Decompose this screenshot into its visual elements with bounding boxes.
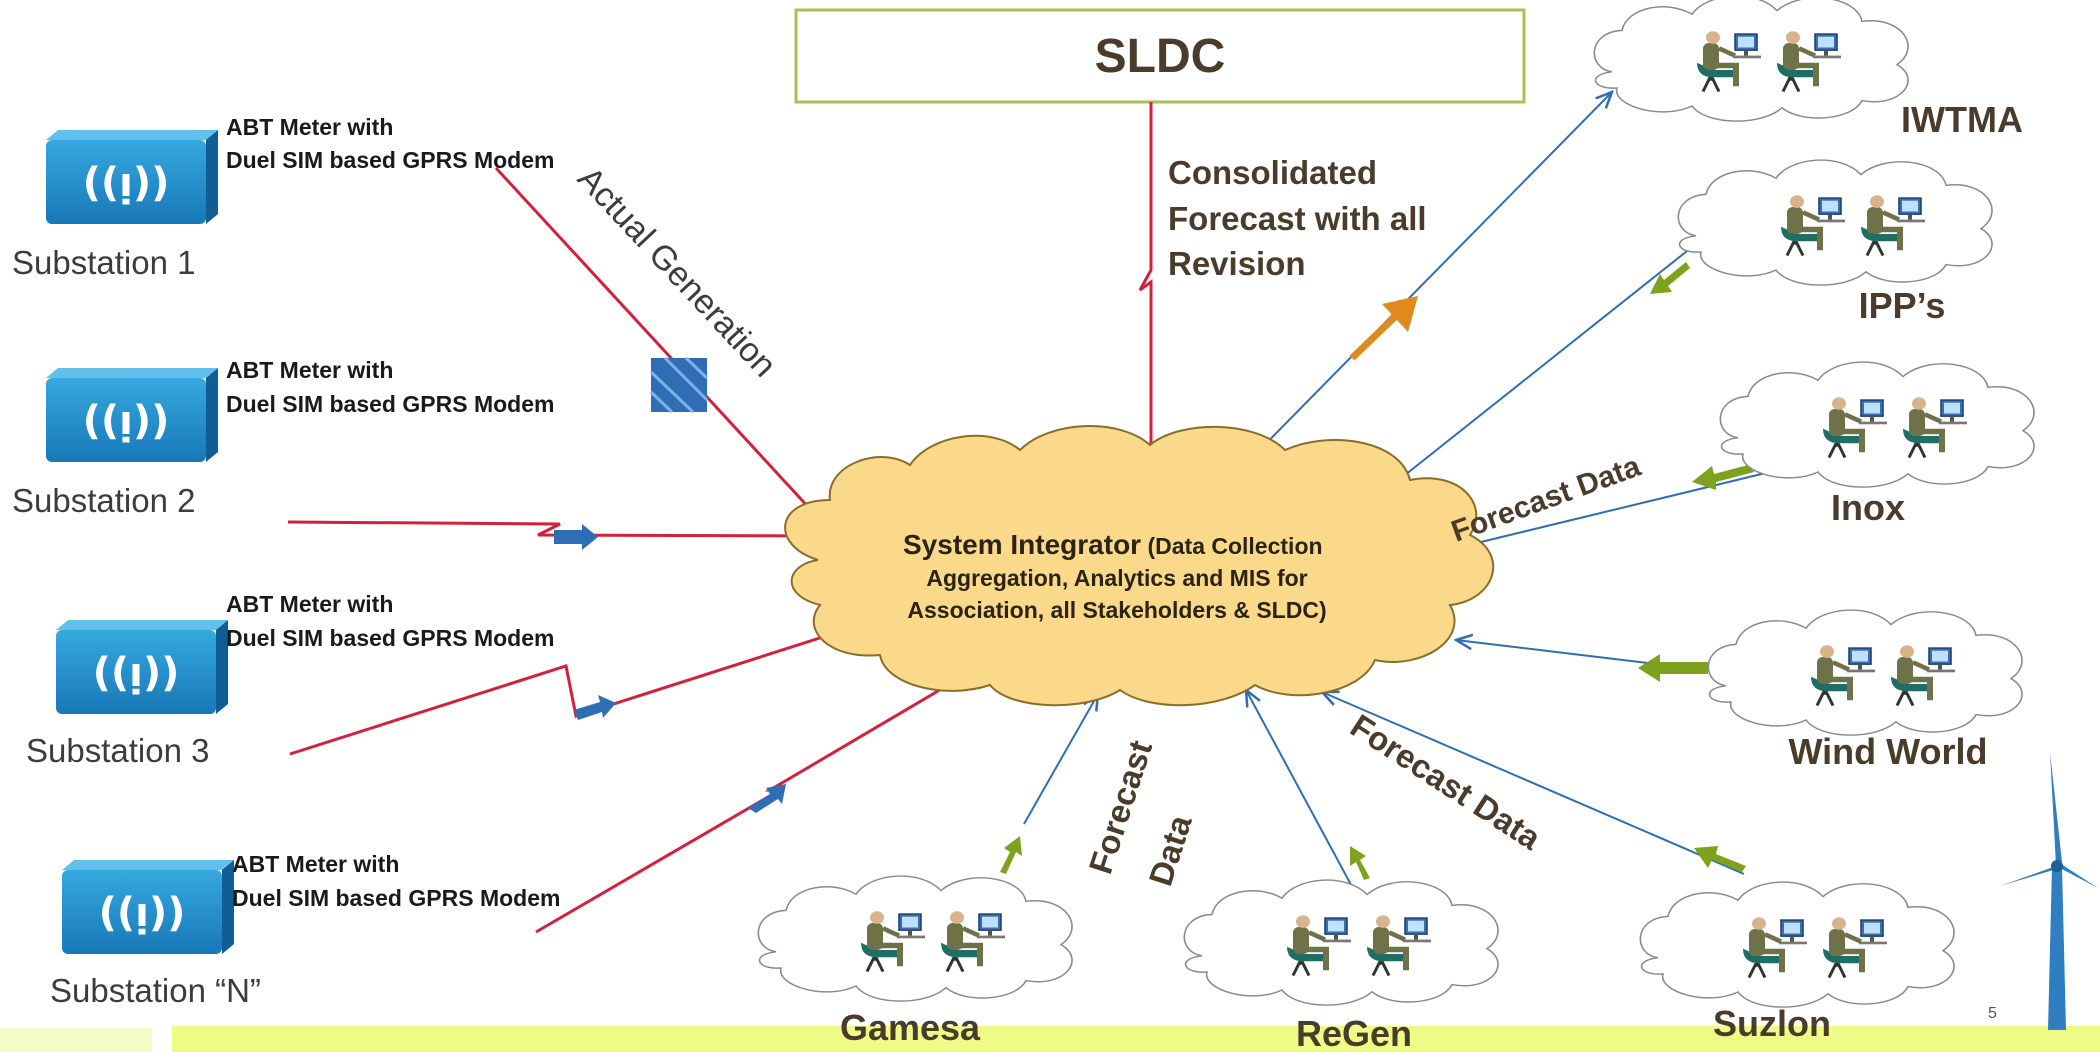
ipps-line [1366, 227, 1717, 506]
gamesa-green-arrow [1000, 836, 1022, 874]
substation2-label: Substation 2 [12, 482, 195, 519]
substation3-line [289, 634, 827, 756]
substation1-label: Substation 1 [12, 244, 195, 281]
forecast-data-label-bottom: Forecast Data [1344, 707, 1548, 857]
substation1-modem-icon [46, 130, 218, 224]
substationN-meter-line1: ABT Meter with [232, 851, 399, 877]
substation2-line [287, 520, 841, 538]
gamesa-cloud [758, 876, 1072, 1001]
gamesa-label: Gamesa [840, 1007, 981, 1048]
ipps-cloud [1678, 160, 1992, 285]
substationN-label: Substation “N” [50, 972, 261, 1009]
gamesa-line [1023, 694, 1098, 825]
substation3-meter-line2: Duel SIM based GPRS Modem [226, 625, 554, 651]
substation2-meter-line1: ABT Meter with [226, 357, 393, 383]
system-integrator-title: System Integrator [903, 529, 1141, 560]
suzlon-line [1322, 692, 1745, 875]
substation3-label: Substation 3 [26, 732, 209, 769]
substationN-meter-line2: Duel SIM based GPRS Modem [232, 885, 560, 911]
footer-bar-left [0, 1028, 152, 1052]
sldc-title: SLDC [1095, 30, 1226, 83]
system-integrator-line2: Aggregation, Analytics and MIS for [926, 565, 1307, 591]
system-integrator-line3: Association, all Stakeholders & SLDC) [907, 597, 1326, 623]
iwtma-label: IWTMA [1901, 99, 2023, 140]
regen-line [1246, 690, 1357, 895]
sldc-box [794, 8, 1526, 104]
ipps-label: IPP’s [1859, 285, 1946, 326]
substation1-meter-line2: Duel SIM based GPRS Modem [226, 147, 554, 173]
system-integrator-line1: System Integrator (Data Collection [903, 529, 1323, 560]
consolidated-line1: Consolidated [1168, 154, 1377, 191]
wind-turbine-icon [2000, 752, 2098, 1030]
page-number: 5 [1988, 1005, 1997, 1022]
forecast-data-label-right: Forecast Data [1447, 450, 1645, 549]
substation2-meter-line2: Duel SIM based GPRS Modem [226, 391, 554, 417]
iwtma-cloud [1594, 0, 1908, 121]
regen-cloud [1184, 880, 1498, 1005]
regen-green-arrow [1350, 846, 1370, 880]
transmission-icon [651, 358, 707, 412]
substation3-meter-line1: ABT Meter with [226, 591, 393, 617]
ipps-green-arrow [1650, 262, 1690, 294]
substationN-modem-icon [62, 860, 234, 954]
suzlon-cloud [1640, 882, 1954, 1007]
regen-label: ReGen [1296, 1013, 1412, 1052]
consolidated-line3: Revision [1168, 245, 1306, 282]
substation2-modem-icon [46, 368, 218, 462]
iwtma-line [1231, 92, 1612, 479]
system-integrator-title-rest: (Data Collection [1141, 533, 1322, 559]
forecast-data-label-bottom-left-2: Data [1141, 810, 1198, 890]
substationN-arrow [748, 784, 786, 813]
substation2-arrow [554, 524, 598, 550]
inox-green-arrow [1692, 464, 1754, 490]
substation1-meter-line1: ABT Meter with [226, 114, 393, 140]
inox-label: Inox [1831, 487, 1905, 528]
iwtma-orange-arrow [1349, 309, 1403, 361]
system-integrator-cloud [784, 425, 1495, 707]
suzlon-label: Suzlon [1713, 1003, 1831, 1044]
sldc-connection-line [1138, 102, 1153, 470]
substation3-modem-icon [56, 620, 228, 714]
inox-cloud [1720, 362, 2034, 487]
windworld-label: Wind World [1789, 731, 1988, 772]
consolidated-line2: Forecast with all [1168, 200, 1427, 237]
actual-generation-label: Actual Generation [570, 160, 783, 385]
substation3-arrow [574, 695, 616, 720]
suzlon-green-arrow [1694, 846, 1746, 872]
forecast-data-label-bottom-left-1: Forecast [1081, 736, 1159, 878]
footer-bar [172, 1026, 2100, 1052]
inox-line [1448, 469, 1779, 550]
windworld-cloud [1708, 610, 2022, 735]
windworld-green-arrow [1638, 654, 1708, 682]
